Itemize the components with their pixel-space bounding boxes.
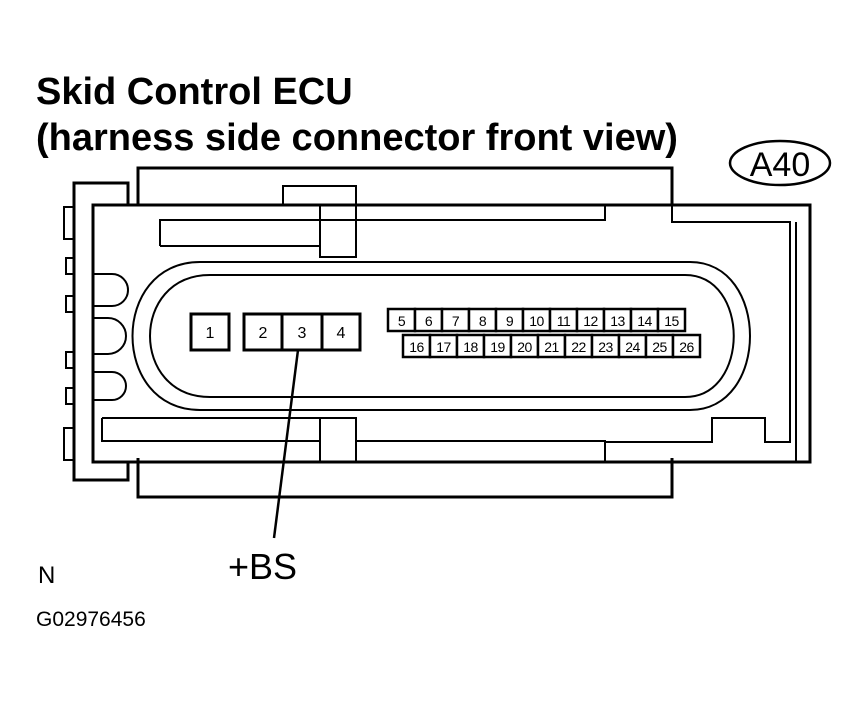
pin-label-22: 22 [571,339,586,355]
pin-label-14: 14 [637,313,652,329]
pin-label-6: 6 [425,313,433,329]
pin-label-24: 24 [625,339,640,355]
terminal-26 [671,333,702,359]
pin-label-20: 20 [517,339,532,355]
pin-label-18: 18 [463,339,478,355]
pin-label-7: 7 [452,313,460,329]
pin-label-2: 2 [259,325,268,342]
figure-code: G02976456 [36,608,146,631]
pin-label-17: 17 [436,339,451,355]
pin-label-13: 13 [610,313,625,329]
pin-label-23: 23 [598,339,613,355]
signal-label-bs: +BS [228,546,298,587]
pin-label-26: 26 [679,339,694,355]
pin-label-25: 25 [652,339,667,355]
terminal-row-top [386,307,687,333]
connector-id-ellipse [728,139,832,187]
pin-label-12: 12 [583,313,598,329]
connector-details [63,185,797,463]
pin-label-15: 15 [664,313,679,329]
title-line-1: Skid Control ECU [36,71,353,113]
pin-label-1: 1 [206,325,215,342]
pin-label-21: 21 [544,339,559,355]
pin-label-5: 5 [398,313,406,329]
pin-label-3: 3 [298,325,307,342]
terminal-1 [189,312,231,352]
pin-label-10: 10 [529,313,544,329]
terminal-3 [280,312,324,352]
connector-housing [72,166,812,499]
pin-label-4: 4 [337,325,346,342]
pin-label-8: 8 [479,313,487,329]
pin-label-19: 19 [490,339,505,355]
pin-label-11: 11 [557,313,571,329]
terminal-4 [320,312,362,352]
terminal-row-bottom [401,333,702,359]
connector-id-text: A40 [750,146,811,184]
pin-label-16: 16 [409,339,424,355]
orientation-note: N [38,562,56,589]
pin-label-9: 9 [506,313,514,329]
title-line-2: (harness side connector front view) [36,117,678,159]
leader-line-bs [272,349,300,539]
terminal-15 [656,307,687,333]
